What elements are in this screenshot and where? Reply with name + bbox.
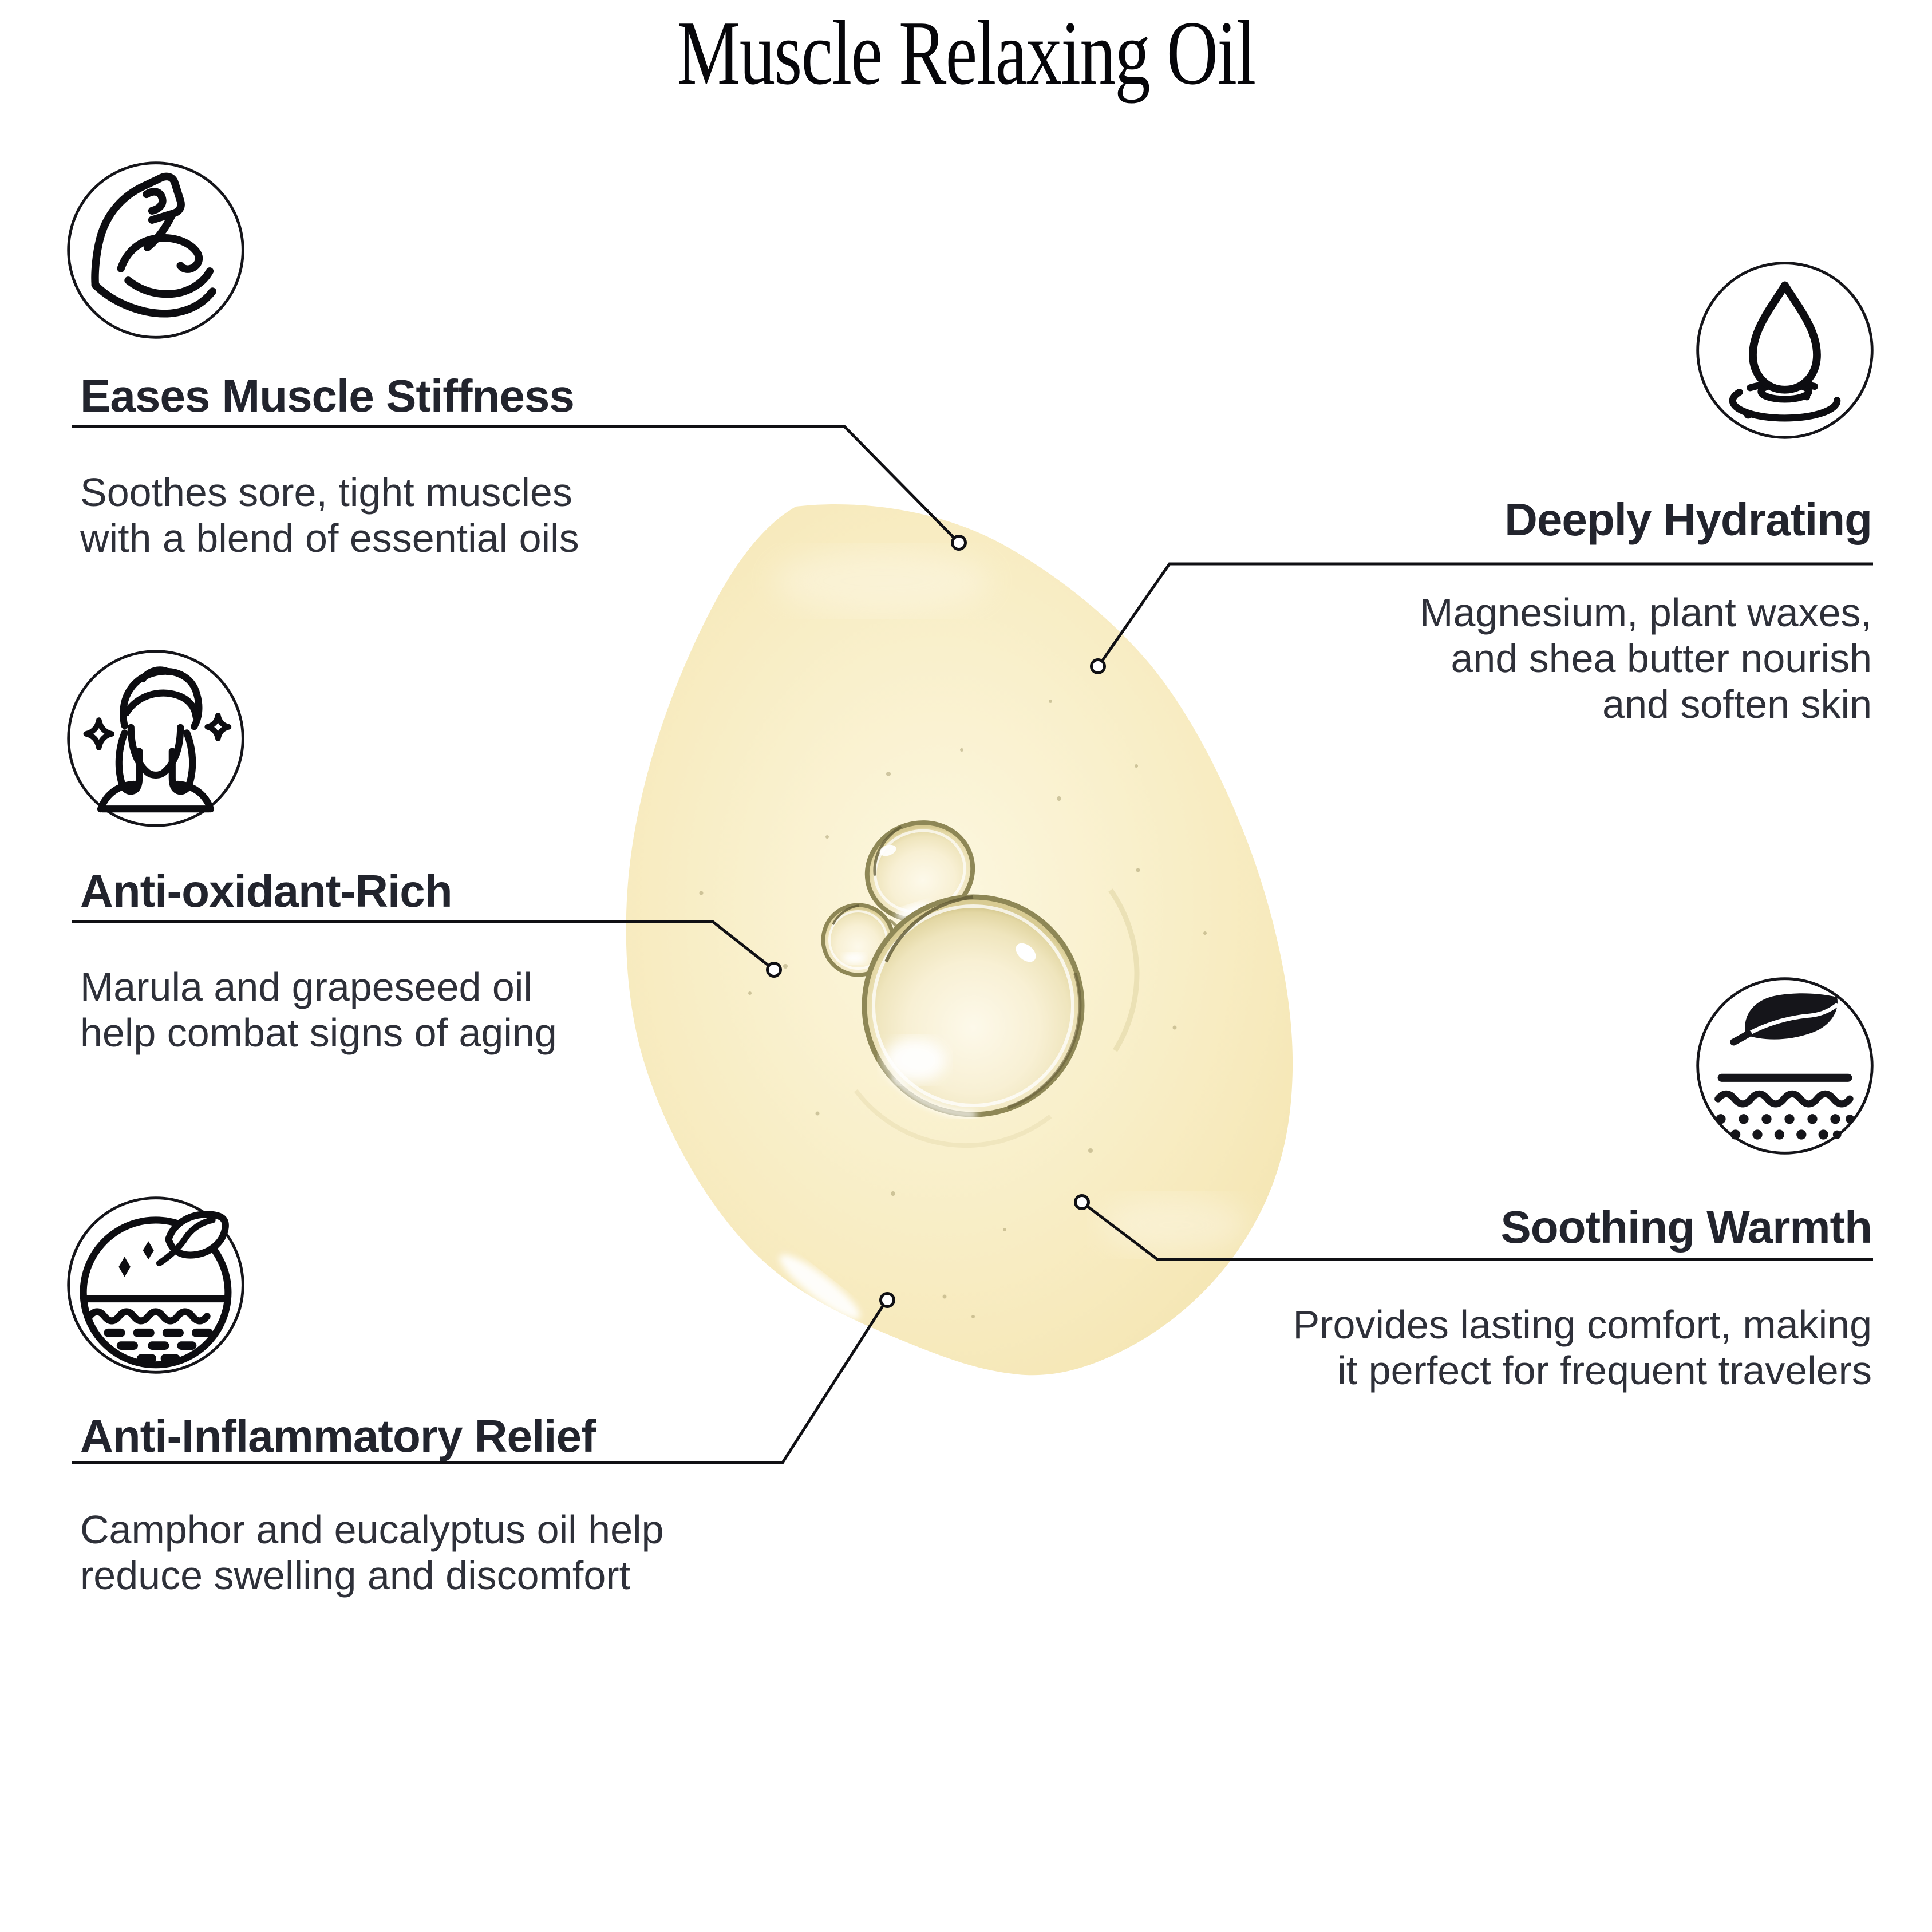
connector-eases-muscle-stiffness [72, 425, 967, 551]
leaf-over-skin-icon [1696, 977, 1874, 1155]
feature-body-anti-oxidant-rich: Marula and grapeseed oil help combat sig… [80, 964, 557, 1056]
body-line: and soften skin [1602, 682, 1872, 726]
sparkle-icon [83, 717, 114, 750]
sparkle-icon [143, 1241, 154, 1260]
connector-deeply-hydrating [1090, 562, 1873, 674]
soothing-liquid-leaf-icon [67, 1196, 244, 1374]
sparkle-icon [118, 1257, 131, 1277]
body-line: and shea butter nourish [1451, 636, 1872, 681]
body-line: Camphor and eucalyptus oil help [80, 1507, 664, 1552]
radiant-skin-woman-icon [67, 650, 244, 827]
feature-title-anti-inflammatory-relief: Anti-Inflammatory Relief [80, 1411, 596, 1461]
feature-title-anti-oxidant-rich: Anti-oxidant-Rich [80, 866, 453, 916]
connector-dot [1090, 658, 1106, 674]
product-title: Muscle Relaxing Oil [677, 2, 1256, 104]
connector-dot [1074, 1194, 1090, 1210]
oil-bubble-large [862, 894, 1085, 1119]
oil-bubble-medium [864, 820, 975, 922]
feature-title-soothing-warmth: Soothing Warmth [1500, 1202, 1872, 1253]
body-line: help combat signs of aging [80, 1010, 557, 1055]
body-line: it perfect for frequent travelers [1337, 1348, 1872, 1393]
droplet-shape [1749, 281, 1821, 394]
connector-anti-oxidant-rich [72, 920, 782, 978]
feature-title-deeply-hydrating: Deeply Hydrating [1504, 494, 1872, 545]
skin-dots [1716, 1114, 1855, 1140]
body-line: Marula and grapeseed oil [80, 965, 532, 1009]
connector-anti-inflammatory-relief [72, 1292, 895, 1464]
oil-blob [626, 504, 1293, 1376]
feature-body-anti-inflammatory-relief: Camphor and eucalyptus oil help reduce s… [80, 1507, 664, 1598]
feature-body-eases-muscle-stiffness: Soothes sore, tight muscles with a blend… [80, 469, 579, 561]
oil-specks [699, 700, 1207, 1318]
connector-dot [951, 535, 967, 551]
feature-body-soothing-warmth: Provides lasting comfort, making it perf… [1293, 1302, 1872, 1393]
feature-title-eases-muscle-stiffness: Eases Muscle Stiffness [80, 370, 575, 421]
body-line: reduce swelling and discomfort [80, 1553, 631, 1598]
feature-body-deeply-hydrating: Magnesium, plant waxes, and shea butter … [1420, 590, 1872, 727]
connector-dot [879, 1292, 895, 1308]
connector-lines [72, 425, 1873, 1464]
body-line: Soothes sore, tight muscles [80, 470, 572, 515]
bicep-muscle-icon [67, 161, 244, 339]
body-line: Magnesium, plant waxes, [1420, 590, 1872, 635]
connector-dot [766, 962, 782, 978]
connector-soothing-warmth [1074, 1194, 1873, 1261]
sparkle-icon [204, 713, 232, 741]
body-line: with a blend of essential oils [80, 516, 579, 560]
body-line: Provides lasting comfort, making [1293, 1302, 1872, 1347]
water-drop-ripple-icon [1696, 262, 1874, 439]
